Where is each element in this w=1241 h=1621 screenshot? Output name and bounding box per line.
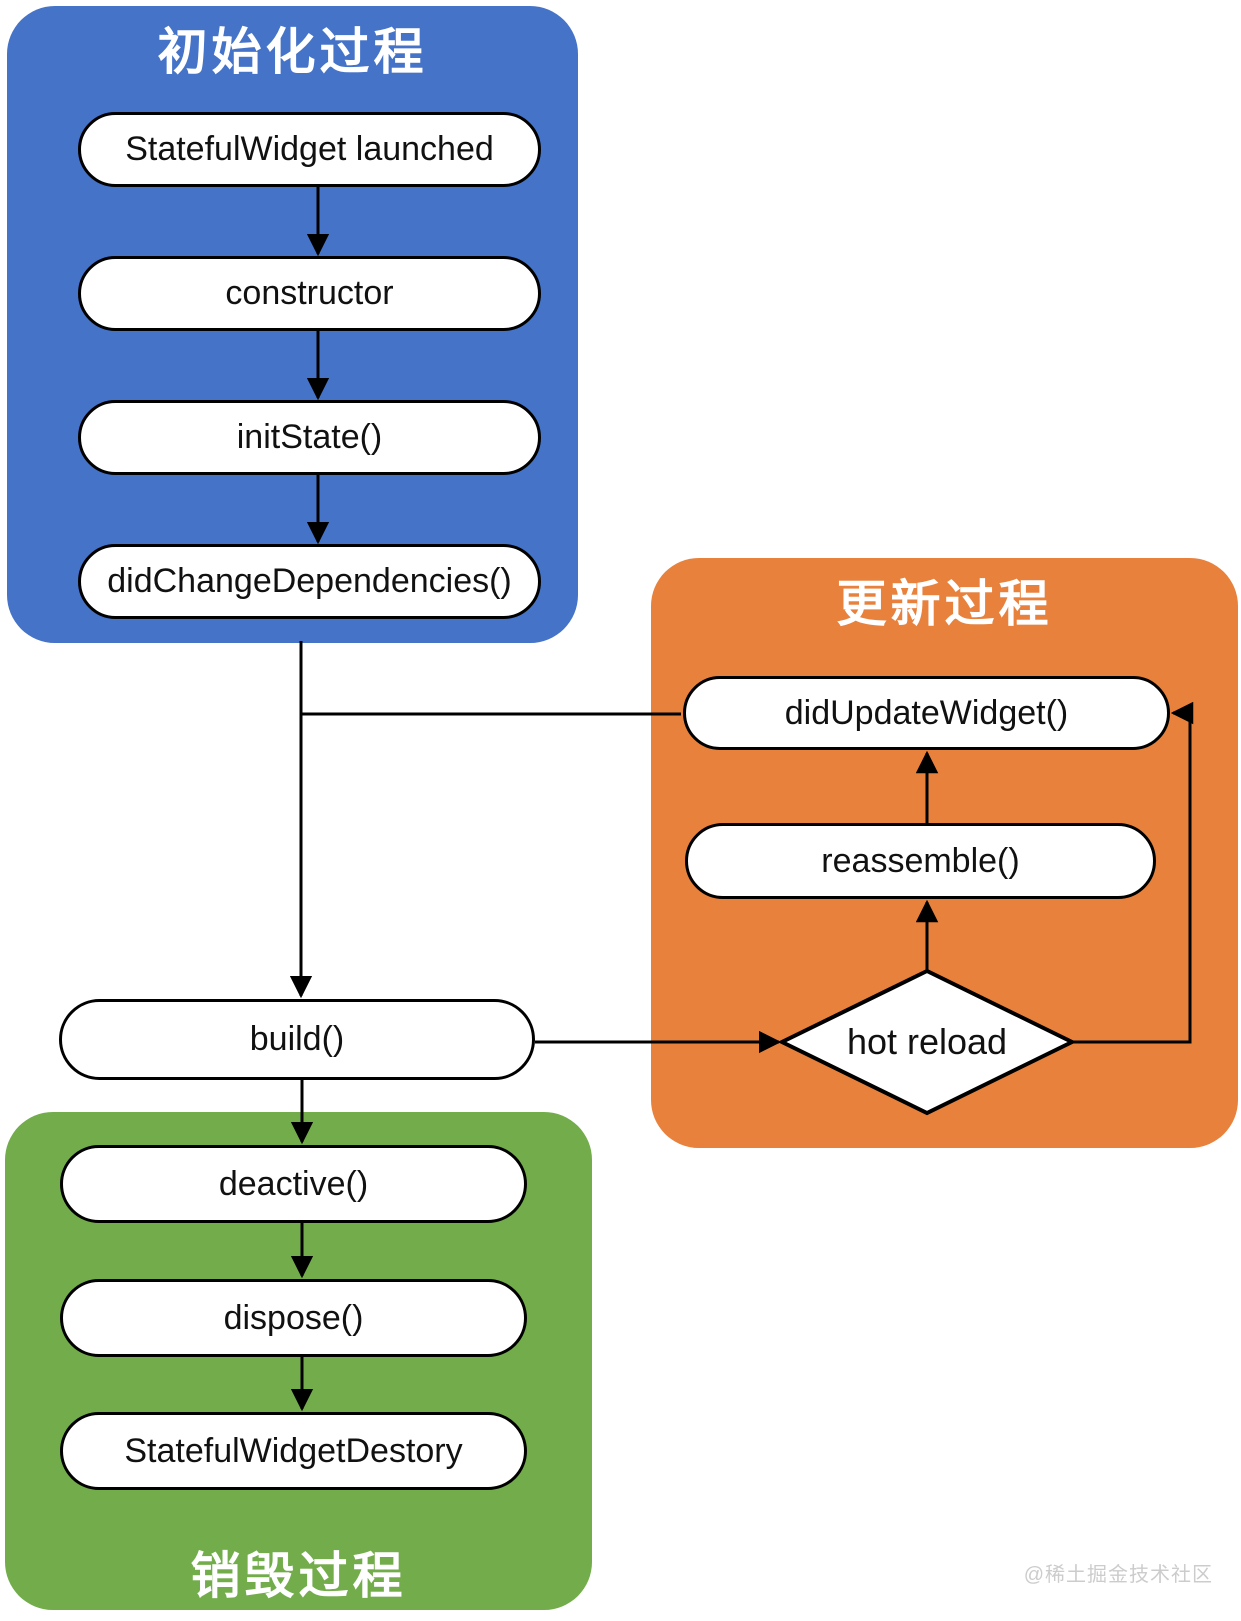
node-didchangedependencies: didChangeDependencies(): [78, 544, 541, 619]
node-constructor: constructor: [78, 256, 541, 331]
group-update-title: 更新过程: [836, 576, 1053, 632]
watermark-text: @稀土掘金技术社区: [1023, 1564, 1213, 1586]
node-constructor-label: constructor: [225, 274, 394, 312]
node-didchangedependencies-label: didChangeDependencies(): [107, 562, 512, 600]
node-didupdatewidget: didUpdateWidget(): [683, 676, 1170, 750]
node-statefulwidgetdestory: StatefulWidgetDestory: [60, 1412, 527, 1490]
node-didupdatewidget-label: didUpdateWidget(): [784, 693, 1069, 732]
node-dispose-label: dispose(): [223, 1298, 364, 1337]
node-initstate-label: initState(): [236, 418, 383, 456]
node-statefulwidgetdestory-label: StatefulWidgetDestory: [124, 1431, 463, 1470]
node-reassemble-label: reassemble(): [821, 841, 1020, 880]
group-initialization-title: 初始化过程: [157, 24, 428, 80]
group-destroy-title: 销毁过程: [190, 1548, 407, 1604]
node-hot-reload: hot reload: [782, 971, 1072, 1113]
node-deactive: deactive(): [60, 1145, 527, 1223]
node-build-label: build(): [249, 1020, 345, 1058]
node-build: build(): [59, 999, 535, 1080]
node-statefulwidget-launched-label: StatefulWidget launched: [125, 130, 494, 168]
node-reassemble: reassemble(): [685, 823, 1156, 899]
node-dispose: dispose(): [60, 1279, 527, 1357]
node-statefulwidget-launched: StatefulWidget launched: [78, 112, 541, 187]
node-initstate: initState(): [78, 400, 541, 475]
node-hot-reload-label: hot reload: [846, 1021, 1008, 1062]
node-deactive-label: deactive(): [218, 1164, 369, 1203]
